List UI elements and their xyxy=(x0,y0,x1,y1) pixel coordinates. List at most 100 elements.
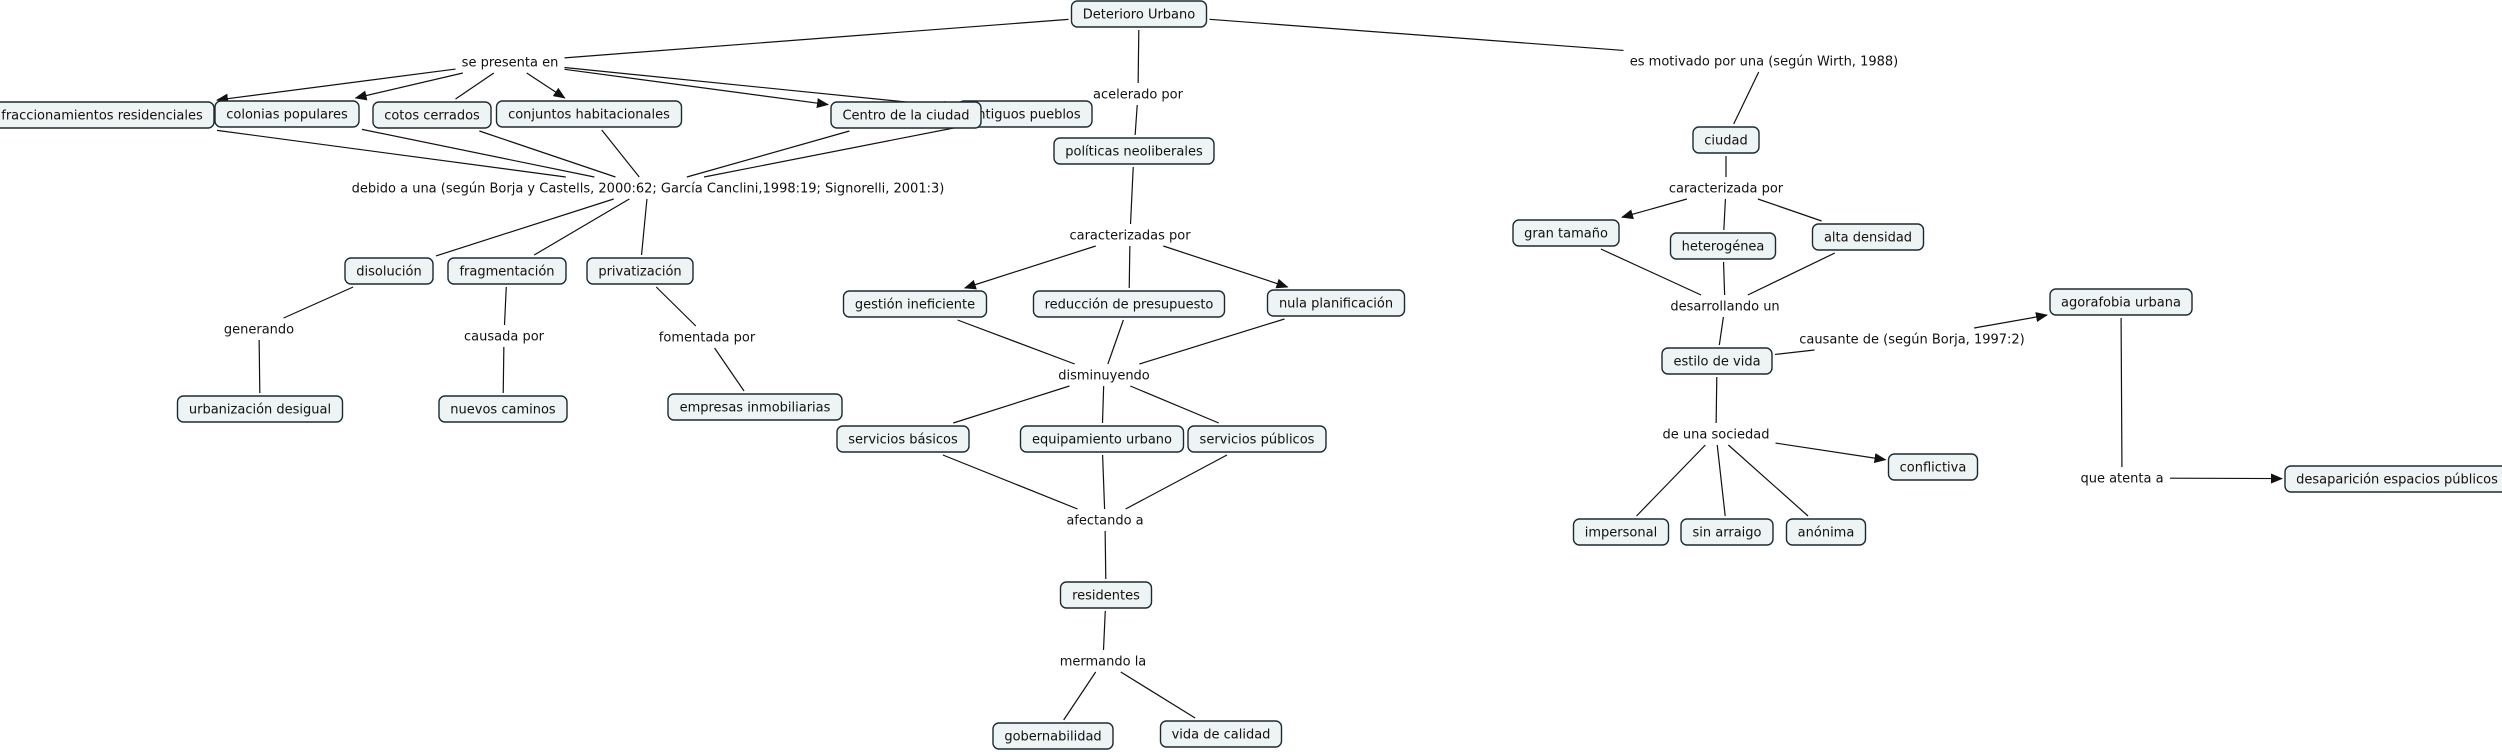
concept-box xyxy=(1512,219,1620,247)
concept-box xyxy=(1661,347,1773,375)
linking-phrase-mermando: mermando la xyxy=(1056,653,1150,670)
concept-node-gestion: gestión ineficiente xyxy=(842,290,988,318)
line-l-generando-to-urb-desigual xyxy=(258,339,261,394)
phrase-text: de una sociedad xyxy=(1663,428,1770,443)
line-l-caracterizada-to-alta-densidad xyxy=(1757,198,1822,222)
phrase-background xyxy=(348,180,948,196)
line-estilo-to-l-sociedad xyxy=(1715,376,1718,424)
line-l-sociedad-to-anonima xyxy=(1727,444,1809,517)
concept-node-sin-arraigo: sin arraigo xyxy=(1680,518,1774,546)
linking-phrase-atenta: que atenta a xyxy=(2077,470,2167,487)
concept-box xyxy=(842,290,988,318)
concept-box xyxy=(667,393,843,421)
phrase-background xyxy=(1667,298,1783,314)
phrase-background xyxy=(655,329,759,345)
concept-text: equipamiento urbano xyxy=(1032,433,1172,448)
concept-node-ciudad: ciudad xyxy=(1692,126,1760,154)
concept-box xyxy=(1070,0,1208,28)
concept-text: nula planificación xyxy=(1279,297,1393,312)
line-l-sociedad-to-impersonal xyxy=(1636,444,1706,517)
line-equipamiento-to-l-afectando xyxy=(1101,454,1106,510)
concept-text: empresas inmobiliarias xyxy=(680,401,831,416)
line-l-presenta-to-cotos xyxy=(455,72,495,100)
phrase-background xyxy=(1055,367,1153,383)
concept-node-agorafobia: agorafobia urbana xyxy=(2049,288,2193,316)
concept-node-heterogenea: heterogénea xyxy=(1669,232,1777,260)
phrase-background xyxy=(220,321,298,337)
linking-phrase-presenta: se presenta en xyxy=(458,54,562,71)
concept-box xyxy=(830,101,982,129)
concept-box xyxy=(1680,518,1774,546)
line-l-mermando-to-vida xyxy=(1120,671,1196,719)
concept-text: anónima xyxy=(1798,526,1855,541)
arrow-l-sociedad-to-conflictiva xyxy=(1775,442,1887,464)
phrase-background xyxy=(1063,512,1147,528)
line-antiguos-to-l-debido xyxy=(703,127,956,178)
concept-text: gran tamaño xyxy=(1524,227,1608,242)
phrase-background xyxy=(458,54,562,70)
phrase-text: debido a una (según Borja y Castells, 20… xyxy=(352,182,945,197)
phrase-text: disminuyendo xyxy=(1058,369,1150,384)
concept-node-desaparicion: desaparición espacios públicos xyxy=(2284,465,2502,493)
phrase-background xyxy=(1056,653,1150,669)
line-l-disminuyendo-to-serv-basicos xyxy=(953,385,1070,424)
line-fracc-to-l-debido xyxy=(216,129,566,178)
line-agorafobia-to-l-atenta xyxy=(2120,317,2123,468)
line-centro-to-l-debido xyxy=(686,130,850,178)
concept-text: conjuntos habitacionales xyxy=(508,108,670,123)
phrase-text: fomentada por xyxy=(659,331,756,346)
line-deterioro-to-l-motivado xyxy=(1209,18,1624,52)
linking-phrase-disminuyendo: disminuyendo xyxy=(1055,367,1153,384)
linking-phrase-desarrollando: desarrollando un xyxy=(1667,298,1783,315)
phrase-text: es motivado por una (según Wirth, 1988) xyxy=(1630,55,1898,70)
concept-node-politicas: políticas neoliberales xyxy=(1053,137,1215,165)
concept-node-colonias: colonias populares xyxy=(214,100,360,128)
arrow-l-caracterizada-to-gran-tamano xyxy=(1621,198,1688,220)
line-l-acelerado-to-politicas xyxy=(1134,104,1138,136)
concept-text: servicios básicos xyxy=(848,433,958,448)
concept-box xyxy=(1053,137,1215,165)
concept-box xyxy=(1887,453,1979,481)
concept-node-deterioro: Deterioro Urbano xyxy=(1070,0,1208,28)
phrase-background xyxy=(2077,470,2167,486)
concept-node-equipamiento: equipamiento urbano xyxy=(1019,425,1185,453)
concept-node-impersonal: impersonal xyxy=(1572,518,1670,546)
concept-text: privatización xyxy=(598,265,681,280)
concept-text: servicios públicos xyxy=(1200,433,1315,448)
concept-node-fragmentacion: fragmentación xyxy=(447,257,567,285)
line-l-sociedad-to-sin-arraigo xyxy=(1716,444,1726,517)
concept-node-serv-publicos: servicios públicos xyxy=(1187,425,1327,453)
concept-box xyxy=(1692,126,1760,154)
concept-box xyxy=(1059,581,1153,609)
arrow-l-caracterizadas-to-nula xyxy=(1163,245,1289,289)
line-colonias-to-l-debido xyxy=(361,128,595,178)
line-alta-densidad-to-l-desarrollando xyxy=(1747,252,1836,296)
concept-node-privatizacion: privatización xyxy=(586,257,694,285)
linking-phrases: se presenta en debido a una (según Borja … xyxy=(220,53,2167,670)
line-deterioro-to-l-presenta xyxy=(564,18,1069,59)
line-l-debido-to-disolucion xyxy=(435,198,614,257)
concept-text: nuevos caminos xyxy=(450,403,556,418)
phrase-background xyxy=(1659,426,1773,442)
concept-node-vida: vida de calidad xyxy=(1159,720,1283,748)
arrow-l-presenta-to-antiguos xyxy=(564,66,956,111)
linking-phrase-debido: debido a una (según Borja y Castells, 20… xyxy=(348,180,948,197)
line-serv-publicos-to-l-afectando xyxy=(1125,454,1228,510)
phrase-text: caracterizada por xyxy=(1669,182,1784,197)
connection-lines xyxy=(216,18,2283,721)
concept-box xyxy=(447,257,567,285)
concept-box xyxy=(0,101,215,129)
concept-node-residentes: residentes xyxy=(1059,581,1153,609)
concept-text: gestión ineficiente xyxy=(855,298,975,313)
line-serv-basicos-to-l-afectando xyxy=(942,454,1078,510)
concept-text: fraccionamientos residenciales xyxy=(1,109,203,124)
line-heterogenea-to-l-desarrollando xyxy=(1722,261,1726,296)
line-l-caracterizada-to-heterogenea xyxy=(1723,198,1727,231)
concept-text: heterogénea xyxy=(1682,240,1765,255)
concept-box xyxy=(1811,223,1925,251)
linking-phrase-acelerado: acelerado por xyxy=(1089,86,1187,103)
concept-box xyxy=(586,257,694,285)
line-gestion-to-l-disminuyendo xyxy=(957,319,1075,365)
